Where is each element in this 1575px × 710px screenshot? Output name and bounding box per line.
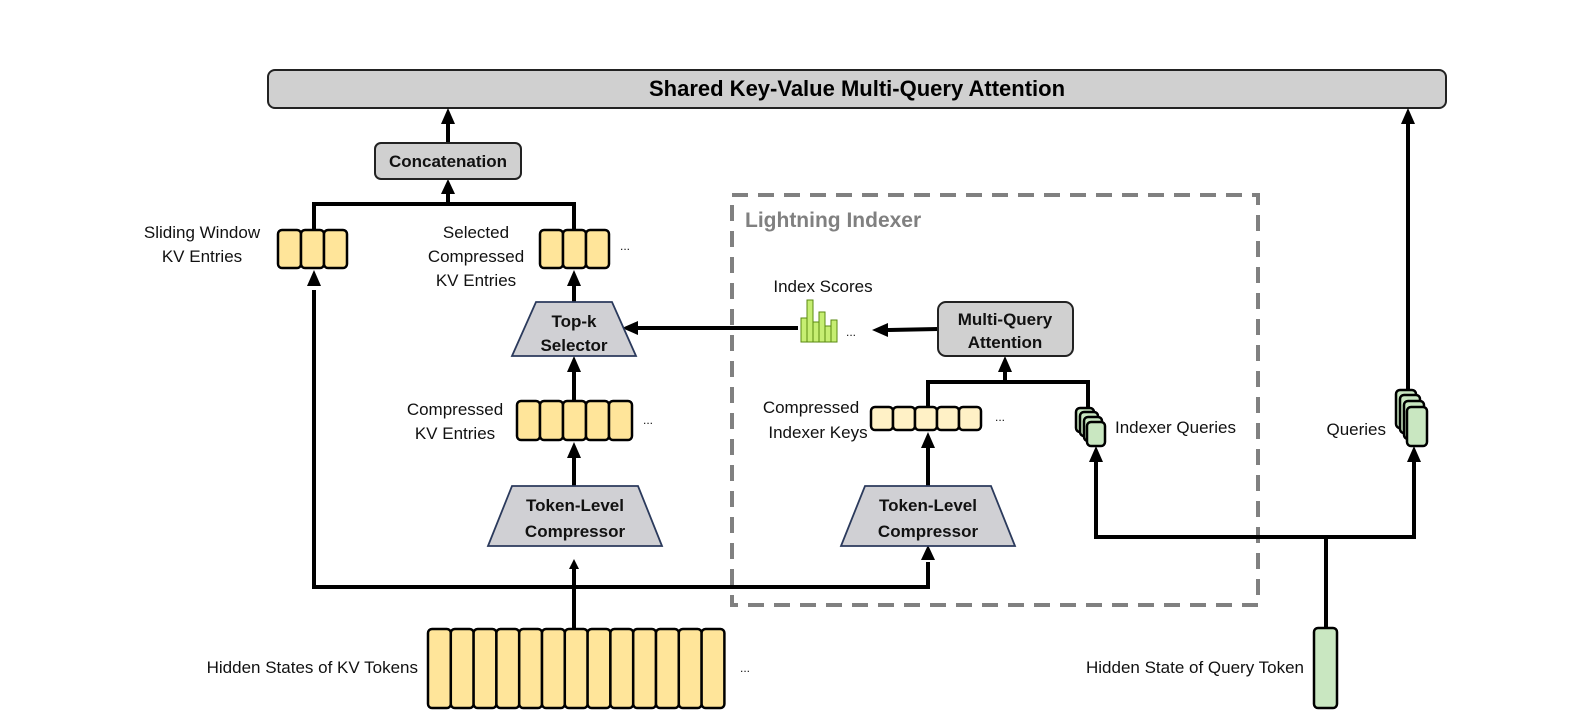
compressor-left-line2: Compressor: [525, 522, 626, 541]
concatenation-label: Concatenation: [389, 152, 507, 171]
index-scores-label: Index Scores: [773, 277, 872, 296]
selected-label-line2: Compressed: [428, 247, 524, 266]
multi-query-attention-box: [937, 301, 1074, 357]
compressed-kv-ellipsis: ...: [643, 413, 653, 427]
kv-token-cell: [631, 627, 658, 710]
compressor-left-line1: Token-Level: [526, 496, 624, 515]
kv-token-cell: [700, 627, 726, 710]
kv-token-cell: [609, 627, 635, 710]
queries-stack: [1394, 388, 1429, 448]
indexer-queries-stack: [1074, 406, 1107, 448]
hidden-state-query-token: [1312, 626, 1339, 710]
kv-token-cell: [654, 627, 681, 710]
topk-selector: [510, 301, 638, 357]
selected-label-line3: KV Entries: [436, 271, 516, 290]
index-scores-ellipsis: ...: [846, 325, 856, 339]
concatenation-box: [374, 142, 522, 180]
mqa-label-line2: Attention: [968, 333, 1043, 352]
compressed-kv-label-line1: Compressed: [407, 400, 503, 419]
indexer-queries-label: Indexer Queries: [1115, 418, 1236, 437]
index-scores-bars-icon: [800, 299, 838, 343]
kv-token-cell: [586, 627, 612, 710]
kv-token-cell: [677, 627, 703, 710]
kv-token-cell: [540, 627, 567, 710]
topk-label-line2: Selector: [540, 336, 607, 355]
shared-kv-mqa-box: [267, 69, 1447, 109]
kv-token-cell: [495, 627, 521, 710]
lightning-indexer-label: Lightning Indexer: [745, 209, 921, 232]
compressor-right-line2: Compressor: [878, 522, 979, 541]
kv-token-cell: [517, 627, 544, 710]
indexer-keys-label-line2: Indexer Keys: [768, 423, 867, 442]
indexer-keys-label-line1: Compressed: [763, 398, 859, 417]
indexer-keys-ellipsis: ...: [995, 410, 1005, 424]
lightning-indexer-region: [730, 193, 1260, 607]
compressed-kv-label-line2: KV Entries: [415, 424, 495, 443]
token-level-compressor-left: [486, 485, 664, 547]
hidden-query-label: Hidden State of Query Token: [1086, 658, 1304, 677]
diagram-title: Shared Key-Value Multi-Query Attention: [649, 76, 1065, 101]
compressed-indexer-keys: [869, 405, 983, 432]
kv-token-cell: [426, 627, 453, 710]
selected-label-line1: Selected: [443, 223, 509, 242]
selected-ellipsis: ...: [620, 239, 630, 253]
mqa-label-line1: Multi-Query: [958, 310, 1053, 329]
compressed-kv-entries: [515, 399, 634, 442]
kv-token-cell: [472, 627, 498, 710]
topk-label-line1: Top-k: [551, 312, 597, 331]
hidden-states-kv-tokens: [426, 627, 726, 710]
sliding-window-label-line2: KV Entries: [162, 247, 242, 266]
queries-label: Queries: [1326, 420, 1386, 439]
sliding-window-label-line1: Sliding Window: [144, 223, 261, 242]
token-level-compressor-right: [839, 485, 1017, 547]
compressor-right-line1: Token-Level: [879, 496, 977, 515]
kv-token-cell: [449, 627, 475, 710]
hidden-kv-ellipsis: ...: [740, 661, 750, 675]
hidden-kv-label: Hidden States of KV Tokens: [207, 658, 418, 677]
kv-token-cell: [563, 627, 589, 710]
selected-compressed-kv-entries: [538, 228, 611, 270]
sliding-window-kv-entries: [276, 228, 349, 270]
